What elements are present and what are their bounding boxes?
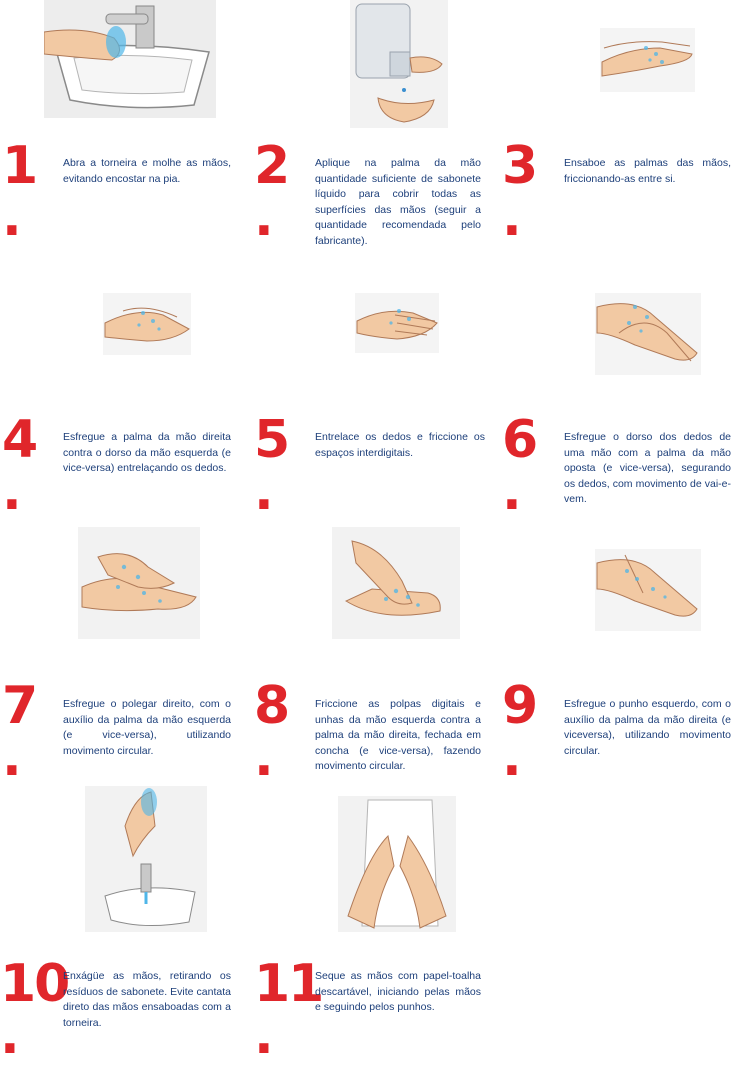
- step-description: Seque as mãos com papel-toalha descartáv…: [315, 970, 481, 1013]
- step-description: Esfregue o polegar direito, com o auxíli…: [63, 698, 231, 757]
- hands-under-faucet-icon: [44, 0, 216, 118]
- step-number: 4.: [2, 410, 38, 522]
- step-description: Enxágüe as mãos, retirando os resíduos d…: [63, 970, 231, 1029]
- step-number: 2.: [254, 136, 290, 248]
- step-description: Esfregue o punho esquerdo, com o auxílio…: [564, 698, 731, 757]
- step-number: 8.: [254, 676, 290, 788]
- step-description: Aplique na palma da mão quantidade sufic…: [315, 157, 481, 247]
- wrist-rub-icon: [595, 549, 701, 631]
- step-number: 7.: [2, 676, 38, 788]
- paper-towel-icon: [338, 796, 456, 932]
- step-description: Ensaboe as palmas das mãos, friccionando…: [564, 157, 731, 185]
- soap-dispenser-icon: [350, 0, 448, 128]
- backs-of-fingers-icon: [595, 293, 701, 375]
- step-number: 11.: [254, 954, 324, 1066]
- thumb-rub-icon: [78, 527, 200, 639]
- step-number: 10.: [0, 954, 70, 1066]
- step-description: Abra a torneira e molhe as mãos, evitand…: [63, 157, 231, 185]
- palms-rubbing-icon: [600, 28, 695, 92]
- palm-over-back-icon: [103, 293, 191, 355]
- fingertips-palm-icon: [332, 527, 460, 639]
- step-number: 5.: [254, 410, 290, 522]
- step-description: Esfregue o dorso dos dedos de uma mão co…: [564, 431, 731, 505]
- step-number: 3.: [502, 136, 538, 248]
- rinse-hands-icon: [85, 786, 207, 932]
- step-number: 1.: [2, 136, 38, 248]
- interlaced-fingers-icon: [355, 293, 439, 353]
- step-description: Friccione as polpas digitais e unhas da …: [315, 698, 481, 772]
- step-description: Entrelace os dedos e friccione os espaço…: [315, 431, 485, 459]
- step-description: Esfregue a palma da mão direita contra o…: [63, 431, 231, 474]
- step-number: 9.: [502, 676, 538, 788]
- step-number: 6.: [502, 410, 538, 522]
